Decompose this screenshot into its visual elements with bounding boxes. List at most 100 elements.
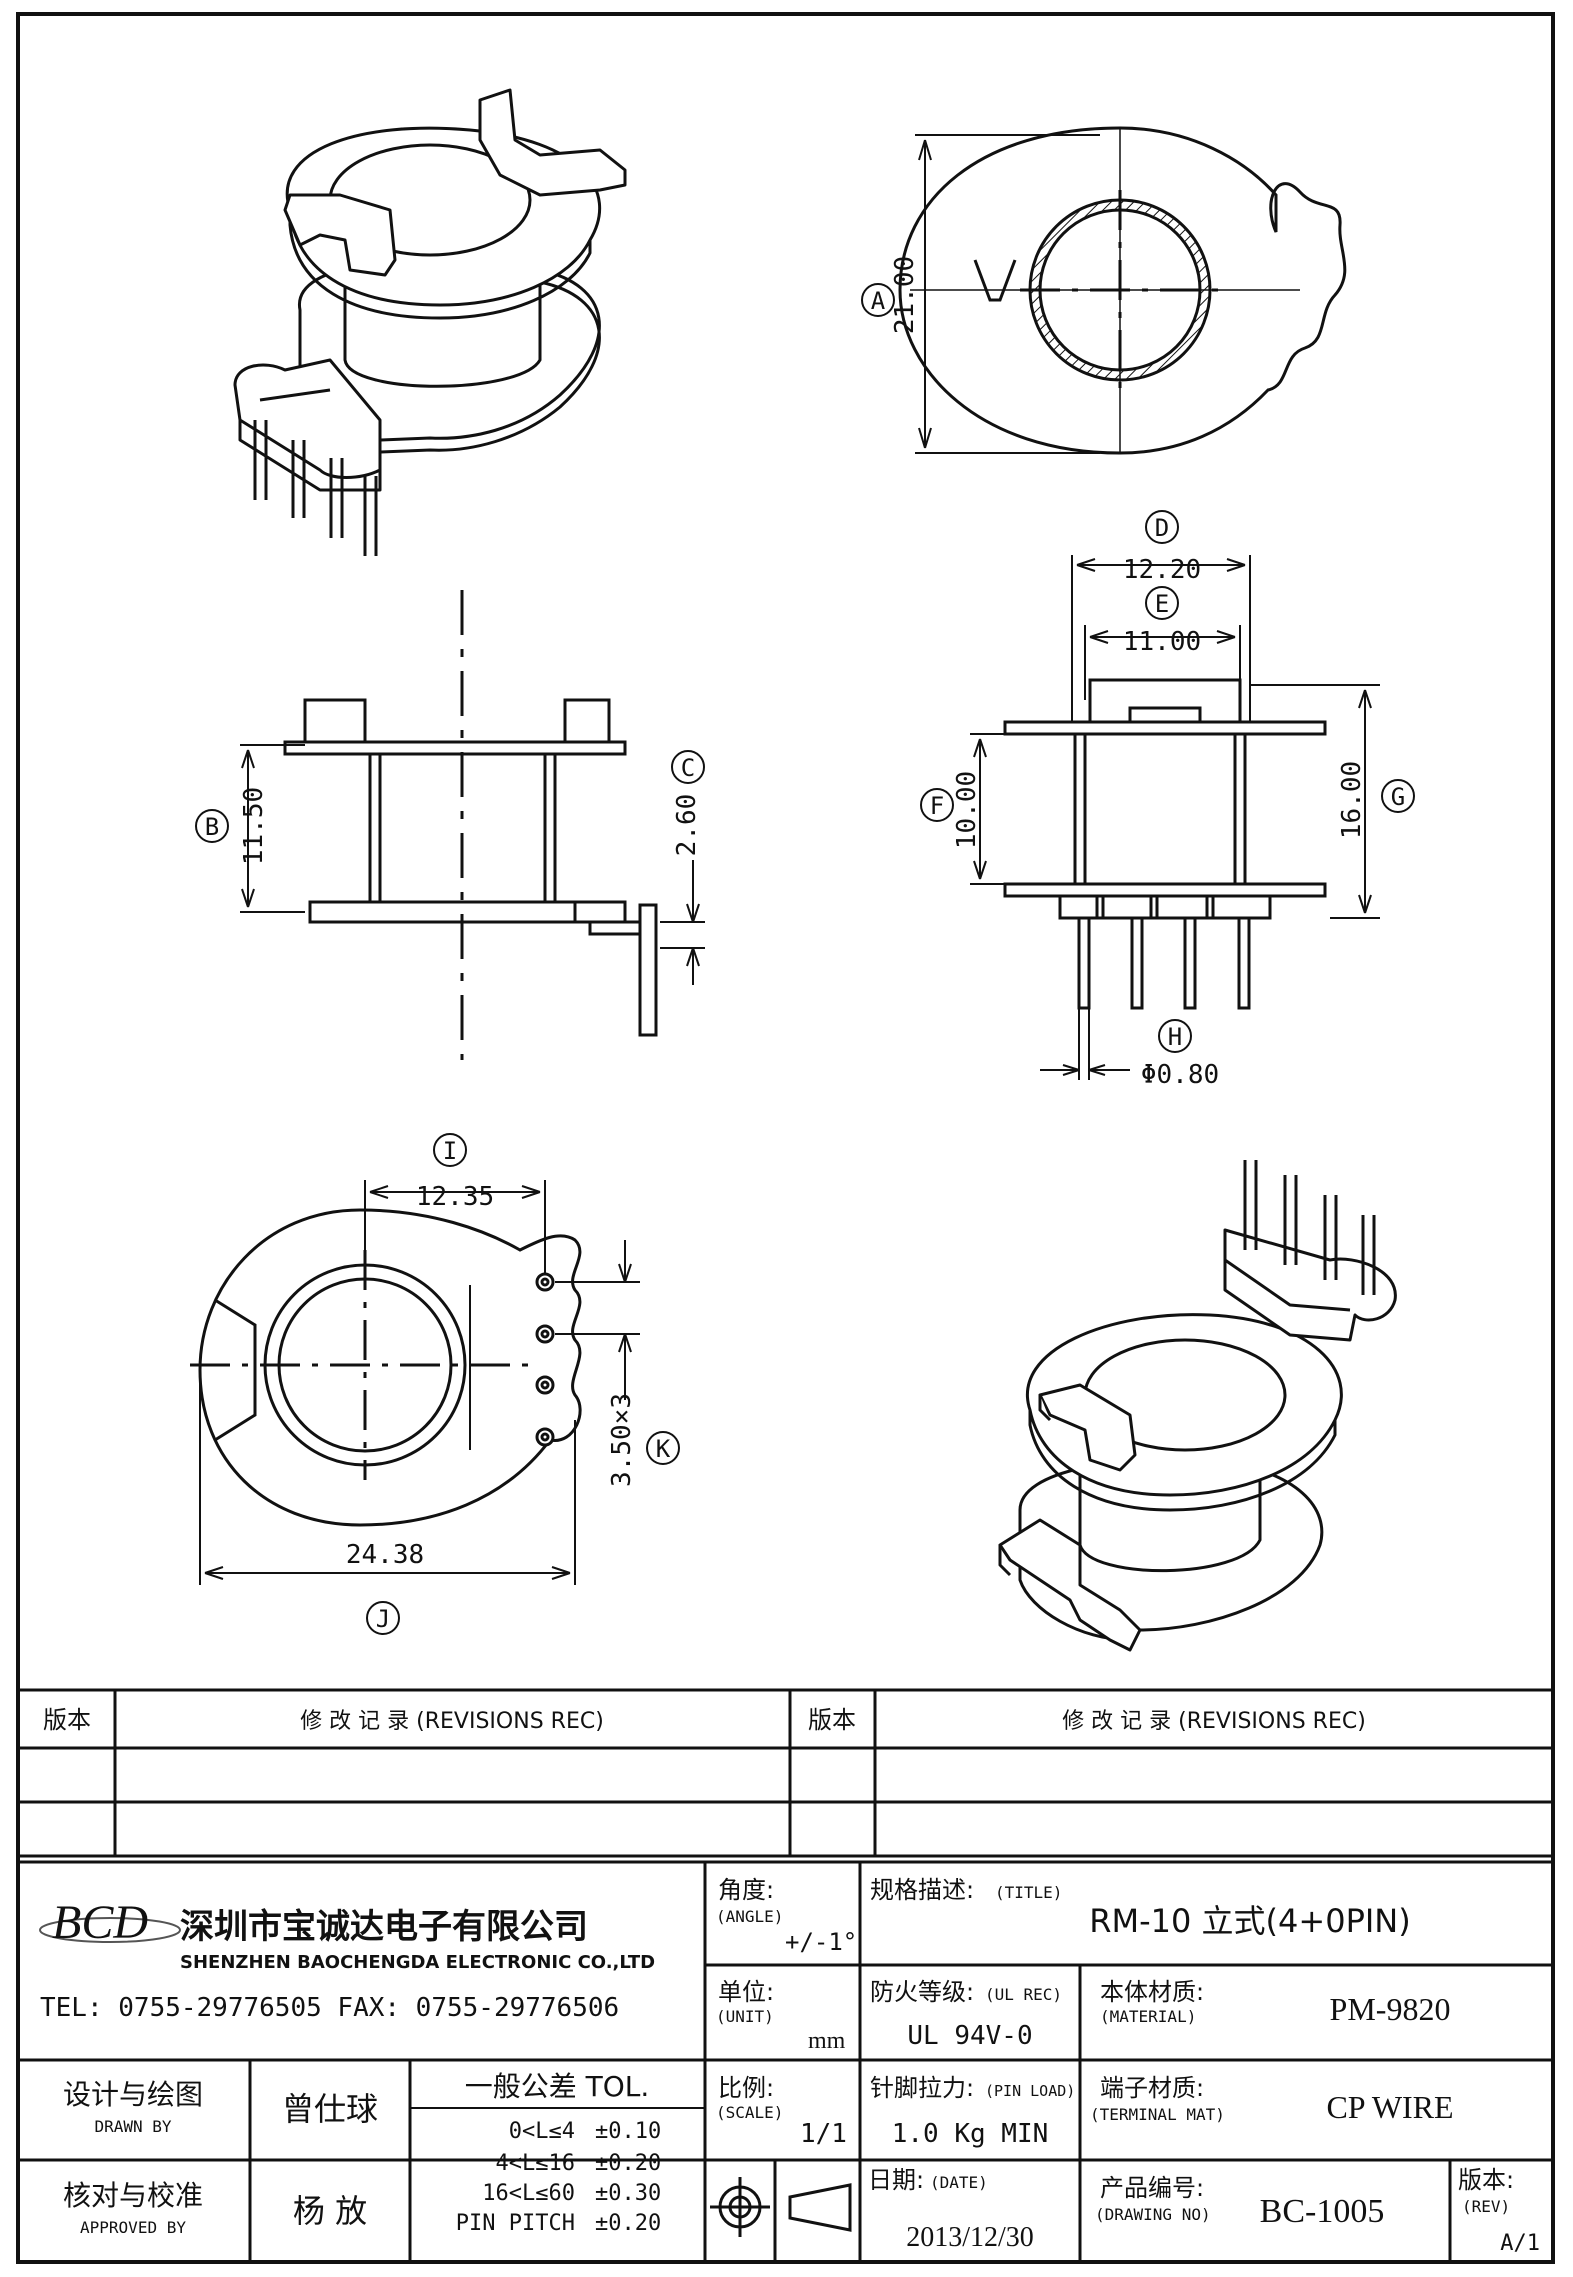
dimension-i [364, 1133, 546, 1275]
pin-load-value: 1.0 Kg MIN [892, 2119, 1049, 2149]
unit-label-en: (UNIT) [716, 2007, 774, 2026]
approved-label-en: APPROVED BY [80, 2218, 186, 2237]
angle-value: +/-1° [785, 1928, 857, 1956]
rev-value: A/1 [1500, 2231, 1540, 2256]
revision-record-header-left: 修 改 记 录 (REVISIONS REC) [300, 1709, 604, 1734]
terminal-label: 端子材质: [1100, 2074, 1204, 2102]
revision-record-header-right: 修 改 记 录 (REVISIONS REC) [1062, 1709, 1366, 1734]
dim-j-letter: J [376, 1605, 390, 1633]
dimension-d [1071, 510, 1251, 722]
approved-label: 核对与校准 [63, 2179, 203, 2212]
dim-a-letter: A [871, 287, 886, 315]
tolerance-value: ±0.10 [595, 2119, 661, 2144]
tolerance-title: 一般公差 TOL. [465, 2070, 650, 2103]
material-value: PM-9820 [1330, 1991, 1451, 2027]
unit-label: 单位: [718, 1978, 774, 2006]
front-view [283, 590, 658, 1060]
title-block-grid [18, 1862, 1553, 2262]
side-view [1003, 678, 1327, 1010]
dimension-b [195, 744, 305, 913]
scale-label-en: (SCALE) [716, 2103, 783, 2122]
dim-i-value: 12.35 [416, 1182, 494, 1212]
dim-h-value: Φ0.80 [1141, 1060, 1219, 1090]
isometric-view-top [233, 88, 627, 556]
dim-g-letter: G [1391, 783, 1405, 811]
dimension-j [199, 1380, 576, 1635]
tolerance-value: ±0.20 [595, 2211, 661, 2236]
company-logo: BCD [39, 1896, 181, 1949]
pin-load-label-en: (PIN LOAD) [985, 2082, 1075, 2100]
dim-i-letter: I [443, 1137, 457, 1165]
title-label: 规格描述: [870, 1876, 974, 1904]
dim-c-value: 2.60 [672, 794, 702, 857]
dimension-k [555, 1240, 680, 1465]
company-tel-fax: TEL: 0755-29776505 FAX: 0755-29776506 [40, 1993, 619, 2023]
title-value: RM-10 立式(4+0PIN) [1089, 1902, 1410, 1940]
ul-label: 防火等级: [870, 1978, 974, 2006]
bottom-view [190, 1208, 582, 1527]
scale-label: 比例: [718, 2074, 774, 2102]
tolerance-range: 4<L≤16 [496, 2151, 575, 2176]
dim-e-value: 11.00 [1123, 627, 1201, 657]
dim-b-letter: B [205, 813, 219, 841]
date-label-en: (DATE) [930, 2173, 988, 2192]
dimension-c [660, 750, 705, 985]
dim-g-value: 16.00 [1337, 761, 1367, 839]
tolerance-range: 0<L≤4 [509, 2119, 575, 2144]
tolerance-value: ±0.20 [595, 2151, 661, 2176]
dim-b-value: 11.50 [239, 787, 269, 865]
material-label-en: (MATERIAL) [1100, 2007, 1196, 2026]
dim-f-letter: F [930, 792, 944, 820]
date-label: 日期: [868, 2166, 924, 2194]
approved-name: 杨 放 [293, 2192, 367, 2230]
angle-label: 角度: [718, 1876, 774, 1904]
dim-d-value: 12.20 [1123, 555, 1201, 585]
ul-label-en: (UL REC) [985, 1985, 1062, 2004]
company-name-cn: 深圳市宝诚达电子有限公司 [180, 1907, 588, 1947]
rev-label-en: (REV) [1462, 2197, 1510, 2216]
top-view [898, 126, 1347, 455]
tolerance-value: ±0.30 [595, 2181, 661, 2206]
dim-f-value: 10.00 [952, 771, 982, 849]
unit-value: mm [808, 2028, 846, 2054]
tolerance-range: 16<L≤60 [482, 2181, 575, 2206]
date-value: 2013/12/30 [906, 2222, 1034, 2253]
dimension-h [1040, 1008, 1192, 1080]
company-logo-text: BCD [52, 1896, 148, 1949]
terminal-label-en: (TERMINAL MAT) [1090, 2105, 1225, 2124]
drawing-no-label-en: (DRAWING NO) [1095, 2205, 1211, 2224]
rev-label: 版本: [1458, 2166, 1514, 2194]
dim-k-value: 3.50×3 [607, 1393, 637, 1487]
dim-k-letter: K [656, 1435, 671, 1463]
tolerance-range: PIN PITCH [456, 2211, 575, 2236]
drawing-no-label: 产品编号: [1100, 2174, 1204, 2202]
dimension-e [1084, 586, 1241, 700]
dimension-a [861, 134, 1100, 454]
revisions-table [18, 1688, 1553, 1864]
drawing-no-value: BC-1005 [1260, 2193, 1385, 2230]
dimension-f [920, 733, 1005, 885]
ul-value: UL 94V-0 [907, 2021, 1032, 2051]
revision-version-header-left: 版本 [43, 1706, 91, 1734]
dimension-g [1250, 684, 1415, 919]
angle-label-en: (ANGLE) [716, 1907, 783, 1926]
title-label-en: (TITLE) [995, 1883, 1062, 1902]
dim-j-value: 24.38 [346, 1540, 424, 1570]
terminal-value: CP WIRE [1326, 2089, 1453, 2125]
drawn-name: 曾仕球 [282, 2090, 378, 2128]
dim-e-letter: E [1155, 590, 1169, 618]
dim-d-letter: D [1155, 514, 1169, 542]
scale-value: 1/1 [800, 2119, 847, 2149]
dim-a-value: 21.00 [890, 256, 920, 334]
revision-version-header-right: 版本 [808, 1706, 856, 1734]
drawn-label-en: DRAWN BY [94, 2117, 171, 2136]
sheet-border [16, 12, 1555, 2264]
dim-c-letter: C [681, 754, 695, 782]
dim-h-letter: H [1168, 1023, 1182, 1051]
third-angle-projection-symbol [710, 2177, 852, 2237]
material-label: 本体材质: [1100, 1978, 1204, 2006]
isometric-view-bottom [998, 1160, 1397, 1652]
company-name-en: SHENZHEN BAOCHENGDA ELECTRONIC CO.,LTD [180, 1952, 655, 1973]
drawn-label: 设计与绘图 [63, 2078, 203, 2111]
